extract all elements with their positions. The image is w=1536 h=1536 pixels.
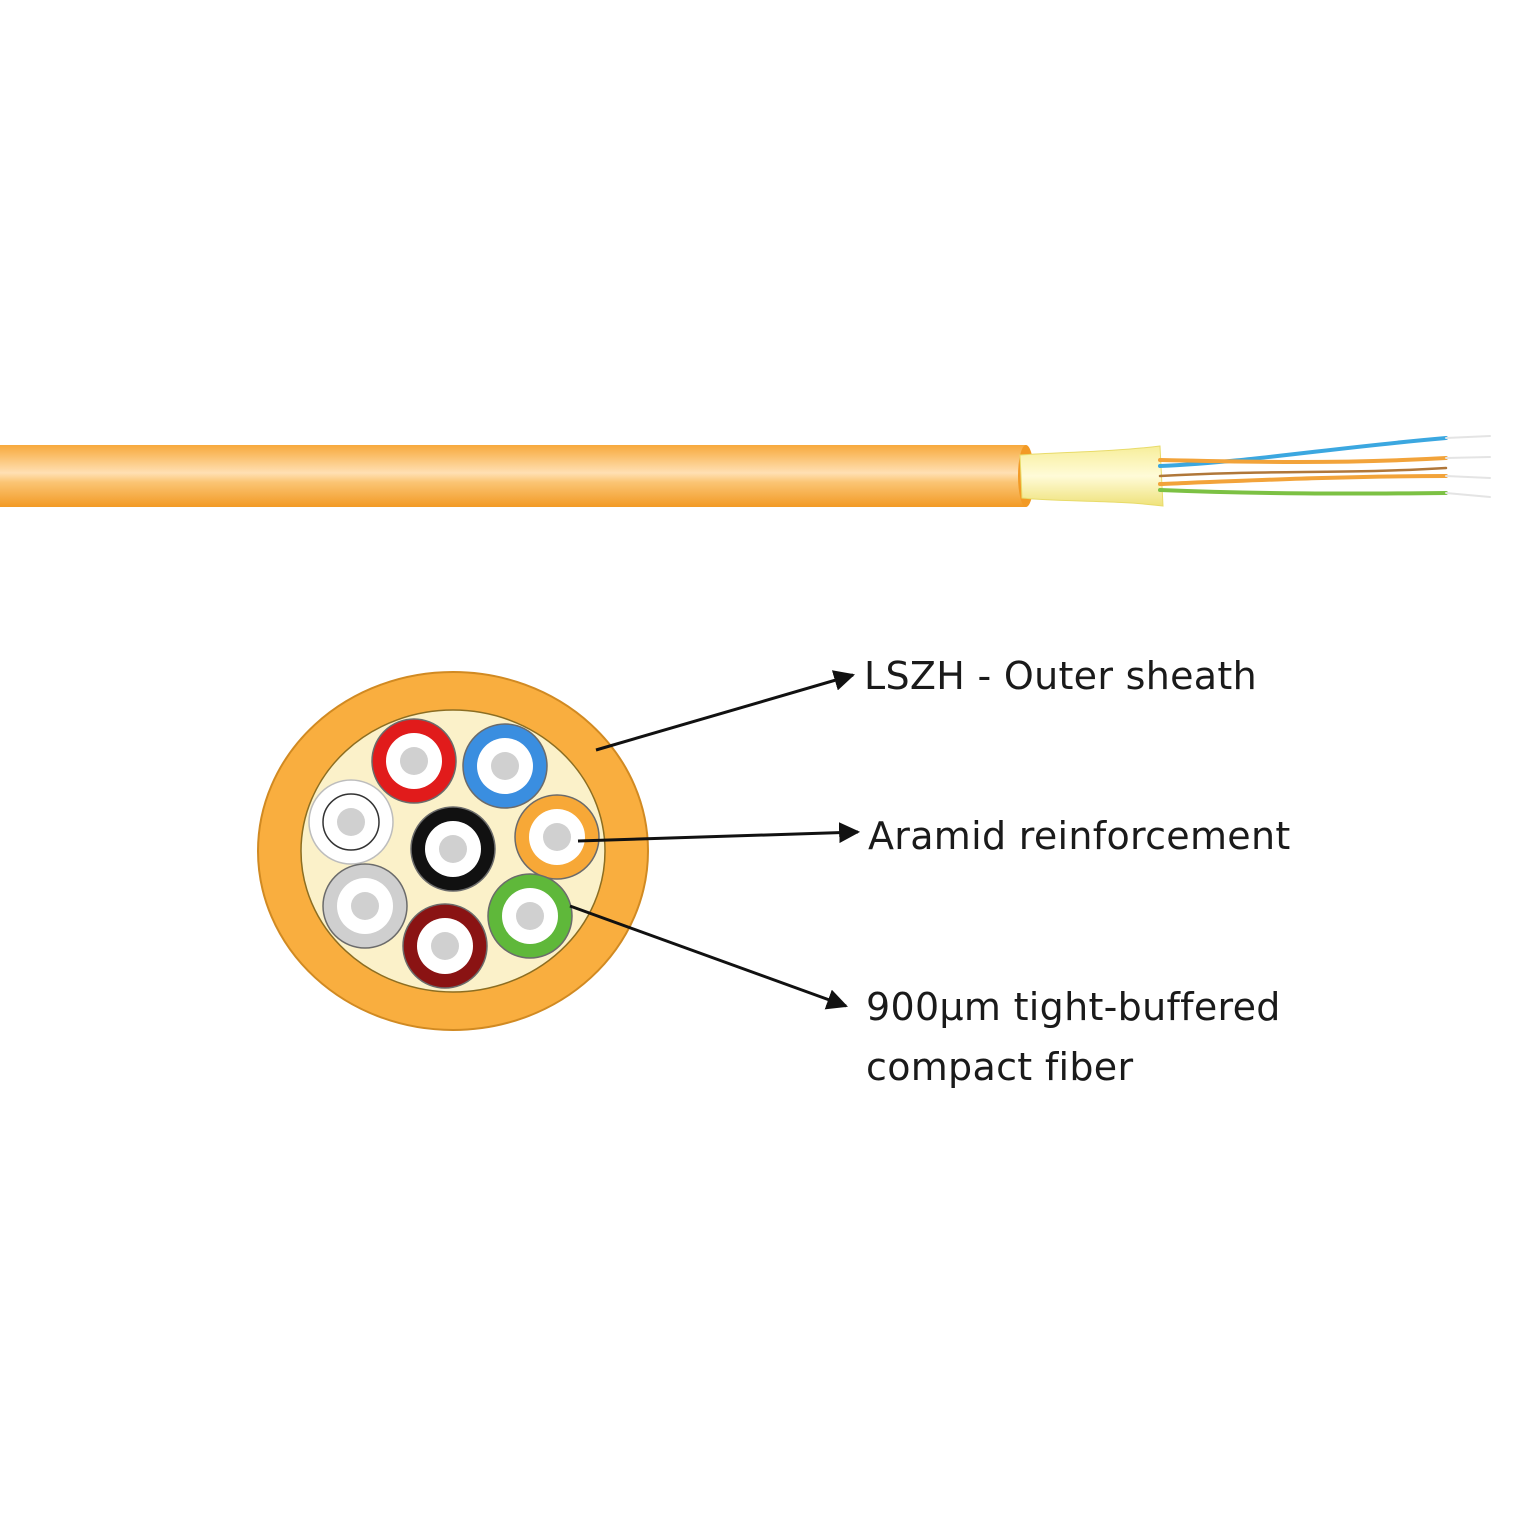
aramid-yarn — [1019, 445, 1164, 507]
red-fiber-core — [400, 747, 428, 775]
grey-fiber — [322, 863, 408, 949]
cable-cross-section — [257, 671, 649, 1031]
orange-fiber-core — [543, 823, 571, 851]
orange-fiber — [514, 794, 600, 880]
label-aramid-reinforcement: Aramid reinforcement — [868, 814, 1291, 858]
label-outer-sheath: LSZH - Outer sheath — [864, 654, 1257, 698]
bare-fiber-1 — [1445, 435, 1491, 439]
exposed-fiber-blue — [1158, 436, 1448, 468]
black-fiber — [410, 806, 496, 892]
exposed-fibers — [1158, 435, 1491, 498]
green-fiber — [487, 873, 573, 959]
green-fiber-core — [516, 902, 544, 930]
fiber-bundle — [308, 718, 600, 989]
brown-fiber — [402, 903, 488, 989]
exposed-fiber-orange-low — [1158, 474, 1448, 486]
grey-fiber-core — [351, 892, 379, 920]
red-fiber — [371, 718, 457, 804]
exposed-fiber-brown — [1158, 466, 1448, 478]
label-fiber-line-1: 900µm tight-buffered — [866, 985, 1281, 1029]
exposed-fiber-orange-top — [1158, 456, 1448, 464]
cable-jacket — [0, 445, 1026, 507]
arrow-outer-sheath — [595, 670, 856, 752]
exposed-fiber-green — [1158, 488, 1448, 496]
arrow-aramid — [577, 822, 861, 844]
cable-side-view — [0, 435, 1491, 507]
blue-fiber — [462, 723, 548, 809]
white-fiber-core — [337, 808, 365, 836]
bare-fiber-3 — [1445, 475, 1491, 479]
brown-fiber-core — [431, 932, 459, 960]
callout-arrows — [569, 670, 861, 1010]
bare-fiber-4 — [1445, 492, 1491, 498]
label-tight-buffered-fiber: 900µm tight-buffered compact fiber — [866, 977, 1281, 1097]
black-fiber-core — [439, 835, 467, 863]
label-fiber-line-2: compact fiber — [866, 1045, 1134, 1089]
blue-fiber-core — [491, 752, 519, 780]
bare-fiber-2 — [1445, 456, 1491, 459]
arrow-fiber — [569, 904, 848, 1010]
white-fiber — [308, 779, 394, 865]
